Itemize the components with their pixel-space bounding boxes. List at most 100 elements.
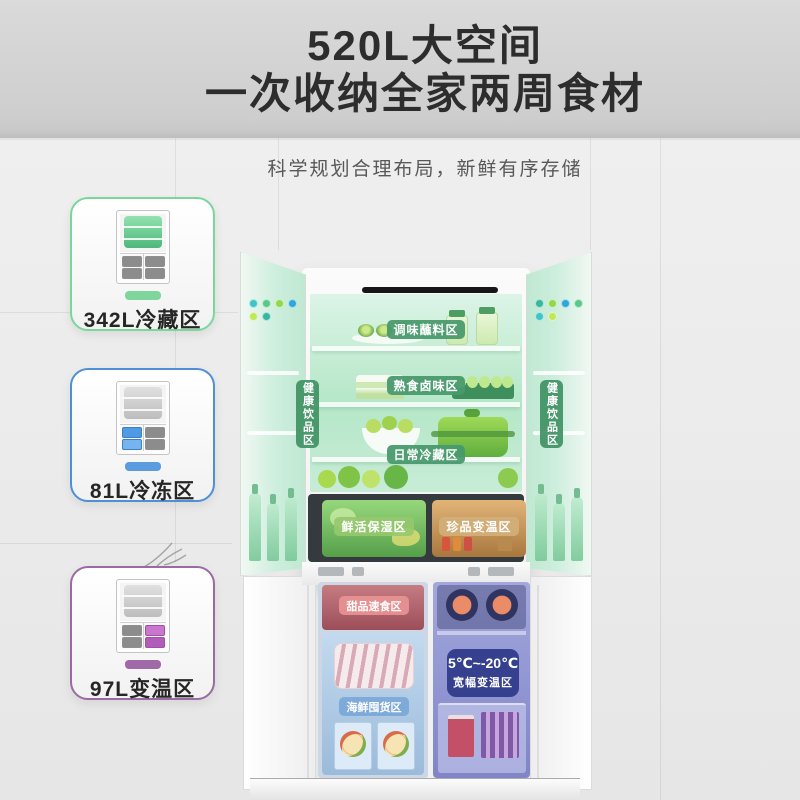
bottle-caps-row — [535, 299, 585, 321]
snack-pack — [498, 537, 512, 551]
salmon-steak-illustration — [446, 589, 478, 621]
egg — [491, 376, 502, 388]
fruit — [362, 470, 380, 488]
icon-highlight-gray — [123, 585, 162, 617]
fruit — [384, 465, 408, 489]
icon-drawer — [121, 637, 142, 648]
page-title-line2: 一次收纳全家两周食材 — [204, 70, 645, 117]
zone-color-pill — [124, 462, 161, 471]
zone-pill-healthy-drinks-left: 健康饮品区 — [296, 380, 319, 448]
zone-color-pill — [124, 291, 161, 300]
icon-highlight-green — [123, 216, 162, 248]
header: 520L大空间 一次收纳全家两周食材 科学规划合理布局，新鲜有序存储 — [50, 0, 800, 181]
fridge-zone-icon — [115, 210, 170, 284]
pizza — [340, 731, 366, 757]
lime — [366, 419, 381, 433]
icon-drawer-highlight-blue — [121, 439, 142, 450]
kiwi — [358, 324, 374, 337]
zone-pill-daily-refrigeration: 日常冷藏区 — [387, 445, 465, 464]
fridge-zone-icon — [115, 381, 170, 455]
glass-shelf — [312, 402, 520, 407]
fridge-base — [250, 778, 580, 800]
drink-bottle — [285, 488, 297, 561]
zone-pill-dessert: 甜品速食区 — [339, 596, 409, 615]
zone-pill-treasure-variable: 珍品变温区 — [439, 517, 519, 536]
door-groove — [307, 585, 309, 781]
bottle-cap — [249, 312, 258, 321]
bottle-cap — [275, 299, 284, 308]
fridge-display-strip — [362, 287, 498, 293]
fridge-left-door-open — [240, 252, 306, 576]
icon-shelf-line — [121, 595, 164, 597]
frozen-meat-illustration — [334, 643, 414, 689]
wall-seam — [590, 138, 591, 250]
wall-seam — [278, 138, 279, 250]
zone-pill-healthy-drinks-right: 健康饮品区 — [540, 380, 563, 448]
drink-bottle — [535, 484, 547, 561]
icon-fridge-bottom — [119, 622, 166, 649]
zone-capacity-label: 342L冷藏区 — [83, 309, 202, 332]
hinge-hardware — [488, 567, 514, 576]
ceiling-shadow — [0, 130, 800, 140]
door-shelf-rail — [247, 371, 299, 375]
freezer-left-door-open — [243, 576, 316, 790]
icon-shelf-line — [121, 409, 164, 411]
fruit — [318, 470, 336, 488]
icon-shelf-line — [121, 397, 164, 399]
bottle-cap — [561, 299, 570, 308]
zone-pill-fresh-humidity: 鲜活保湿区 — [334, 517, 414, 536]
icon-divider — [142, 623, 144, 649]
drink-bottle — [571, 488, 583, 561]
freezer-shelf-line — [437, 631, 526, 635]
lime — [398, 419, 413, 433]
egg — [502, 376, 513, 388]
icon-drawer-highlight-blue — [121, 427, 142, 438]
page-title-line1: 520L大空间 — [307, 22, 543, 69]
egg — [479, 376, 490, 388]
icon-drawer-highlight-purple — [144, 625, 165, 636]
bottle-cap — [262, 299, 271, 308]
page-subtitle: 科学规划合理布局，新鲜有序存储 — [267, 159, 583, 180]
icon-drawer — [121, 625, 142, 636]
zone-capacity-label: 81L冷冻区 — [89, 480, 196, 503]
zone-capacity-label: 97L变温区 — [89, 678, 196, 701]
temp-range-pill: 5℃~-20℃ 宽幅变温区 — [447, 649, 519, 697]
door-shelf-rail — [533, 371, 585, 375]
icon-drawer — [121, 256, 142, 267]
hinge-hardware — [352, 567, 364, 576]
icon-drawer — [121, 268, 142, 279]
snack-pack — [453, 537, 461, 551]
icon-fridge-bottom — [119, 253, 166, 280]
frozen-package-red — [448, 715, 474, 757]
fruit — [338, 466, 360, 488]
icon-highlight-gray — [123, 387, 162, 419]
bottle-cap — [548, 312, 557, 321]
bottle-cap — [535, 299, 544, 308]
wall-seam — [175, 138, 176, 562]
salmon-steak-illustration — [486, 589, 518, 621]
icon-drawer — [144, 268, 165, 279]
zone-pill-condiments: 调味蘸料区 — [387, 320, 465, 339]
pizza — [383, 731, 409, 757]
door-groove — [537, 585, 539, 781]
icon-fridge-bottom — [119, 424, 166, 451]
icon-shelf-line — [121, 226, 164, 228]
zone-pill-wide-variable: 宽幅变温区 — [453, 677, 513, 689]
hinge-hardware — [318, 567, 344, 576]
icon-drawer — [144, 439, 165, 450]
fridge-zone-icon — [115, 579, 170, 653]
zone-pill-seafood: 海鲜囤货区 — [339, 697, 409, 716]
bottle-cap — [262, 312, 271, 321]
bottle-cap — [548, 299, 557, 308]
hinge-hardware — [468, 567, 480, 576]
snack-pack — [464, 537, 472, 551]
icon-fridge-top — [119, 385, 166, 423]
frozen-package-purple — [481, 712, 519, 758]
drink-bottle — [249, 484, 261, 561]
bottle-cap — [249, 299, 258, 308]
bottle-cap — [535, 312, 544, 321]
sauce-jar-illustration — [476, 307, 498, 345]
zone-pill-cooked-food: 熟食卤味区 — [387, 376, 465, 395]
fruit — [498, 468, 518, 488]
